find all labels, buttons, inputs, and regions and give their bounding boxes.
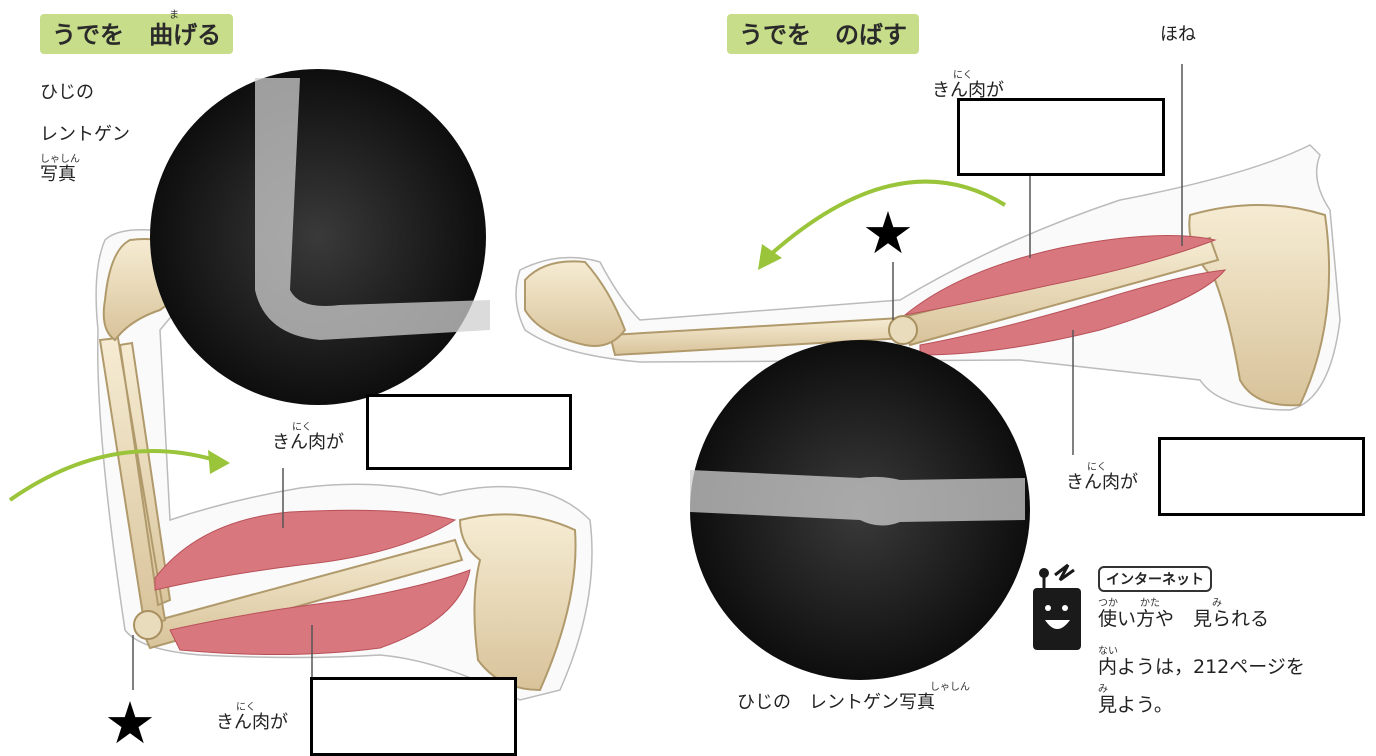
bend-xray-label-line1: ひじの: [40, 78, 94, 104]
bend-title-verb: 曲げる: [149, 21, 221, 49]
bend-title-ruby: ま: [169, 6, 179, 21]
extend-star-icon: ★: [862, 204, 914, 262]
bend-xray-label-line2: レントゲン: [40, 120, 130, 146]
bent-xray-icon: [150, 69, 486, 405]
bend-muscle-upper-answer-box[interactable]: [366, 394, 572, 470]
bend-title-prefix: うでを: [52, 21, 124, 49]
internet-tag: インターネット: [1098, 566, 1212, 592]
extend-muscle-upper-answer-box[interactable]: [957, 98, 1165, 176]
extend-xray-label: ひじの レントゲン写真: [737, 688, 935, 714]
extend-title-text: うでを のばす: [739, 21, 907, 49]
extended-elbow-joint-icon: [889, 316, 917, 344]
bend-muscle-lower-label: きん肉が: [216, 708, 288, 734]
extend-title: うでを のばす: [727, 14, 919, 54]
extend-xray-label-ruby: しゃしん: [930, 678, 970, 693]
extend-muscle-lower-answer-box[interactable]: [1158, 437, 1365, 516]
bent-elbow-joint-icon: [134, 611, 162, 639]
bend-xray-label-line3: 写真: [40, 160, 76, 186]
bend-title: うでを 曲げる: [40, 14, 233, 54]
internet-line3: 見よう。: [1098, 690, 1173, 717]
internet-line1: 使い方や 見られる: [1098, 604, 1269, 631]
robot-icon: [1033, 565, 1081, 650]
bend-muscle-upper-label: きん肉が: [272, 428, 344, 454]
extend-bone-label: ほね: [1160, 20, 1196, 46]
extend-muscle-lower-label: きん肉が: [1066, 468, 1138, 494]
bend-star-icon: ★: [104, 694, 156, 752]
bend-muscle-lower-answer-box[interactable]: [310, 677, 517, 756]
internet-line2: 内ようは，212ページを: [1098, 652, 1305, 679]
